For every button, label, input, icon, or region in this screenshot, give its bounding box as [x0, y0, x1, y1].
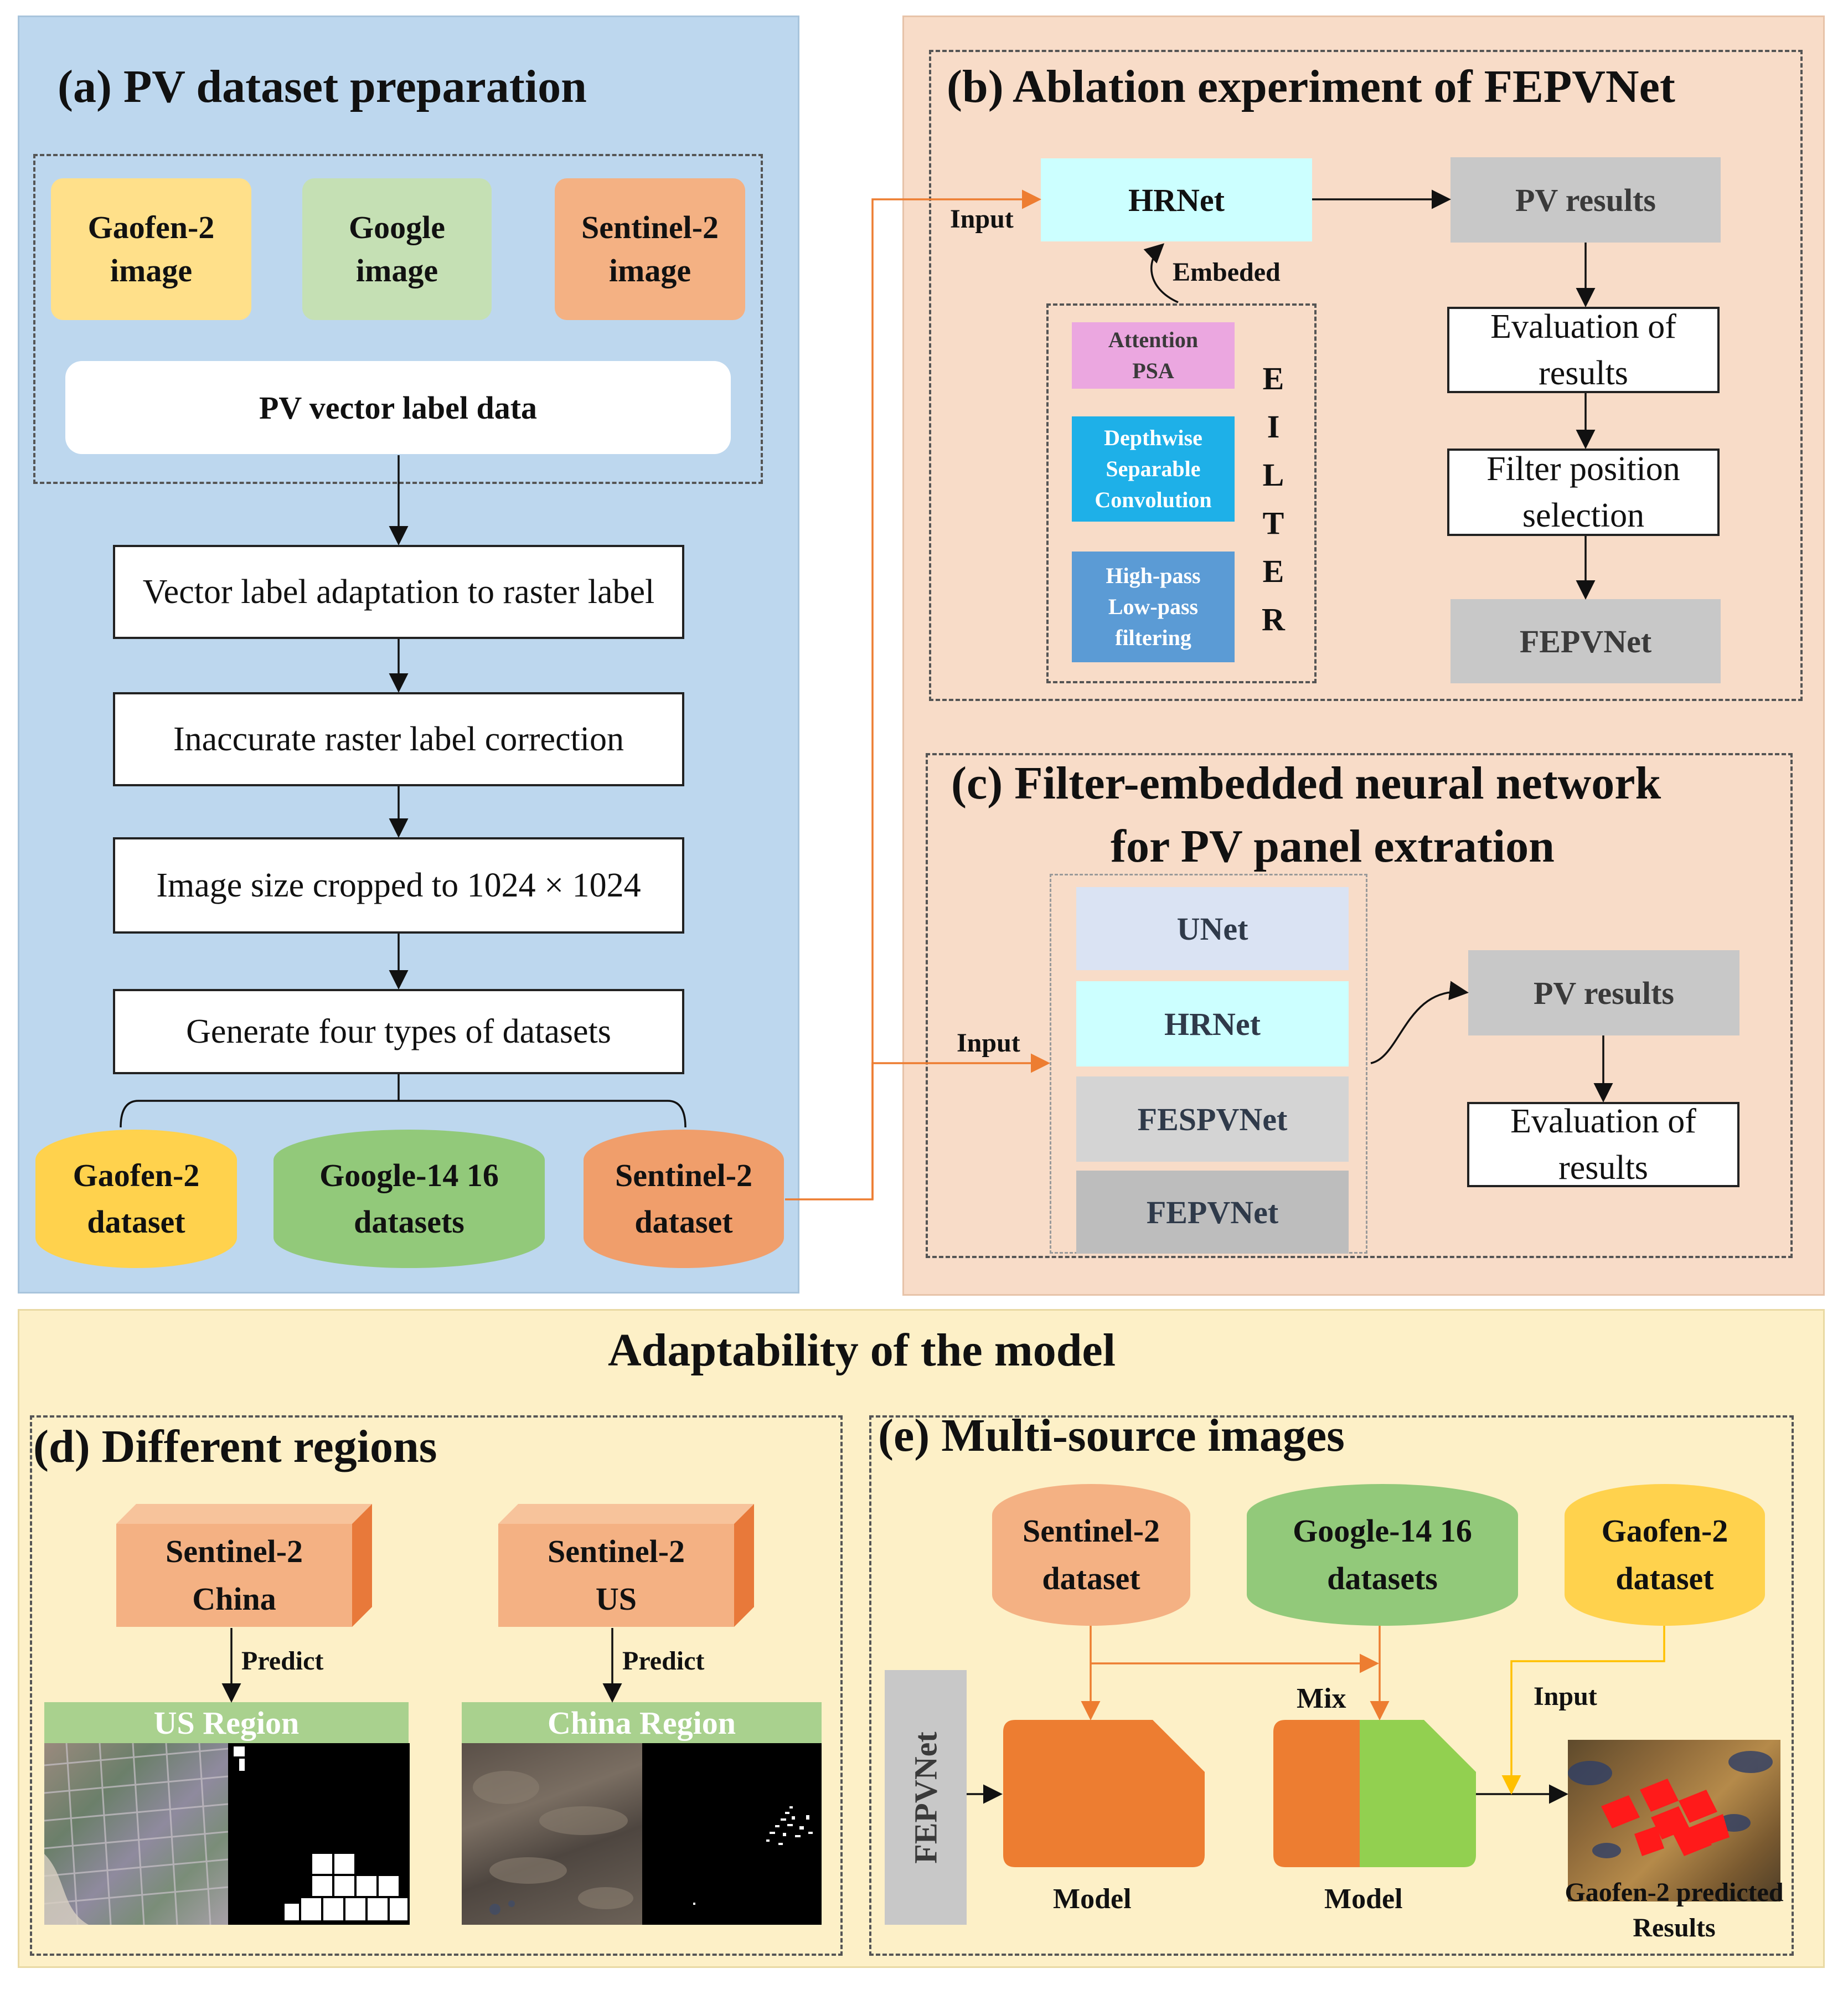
pv-vector-label-box: PV vector label data	[65, 361, 731, 454]
source-google-image: Google image	[302, 178, 492, 320]
filter-letter: T	[1262, 505, 1284, 541]
predict-label-2: Predict	[622, 1646, 705, 1676]
cube-sentinel-us-label: Sentinel-2 US	[547, 1533, 685, 1617]
model-fespvnet: FESPVNet	[1076, 1076, 1349, 1162]
panel-b-evaluation: Evaluation of results	[1447, 307, 1720, 393]
panel-e-fepvnet-label: FEPVNet	[907, 1731, 944, 1864]
source-gaofen2-image: Gaofen-2 image	[51, 178, 251, 320]
filter-letter: E	[1262, 553, 1284, 589]
filter-letter: E	[1262, 360, 1284, 396]
panel-c-evaluation: Evaluation of results	[1467, 1102, 1739, 1187]
embeded-label: Embeded	[1173, 257, 1281, 287]
model-hrnet: HRNet	[1076, 981, 1349, 1066]
china-satellite-image	[462, 1743, 642, 1925]
gaofen2-result-label: Gaofen-2 predicted Results	[1565, 1878, 1784, 1942]
panel-e-dataset-sentinel2: Sentinel-2 dataset	[992, 1484, 1190, 1626]
dataset-google: Google-14 16 datasets	[273, 1130, 545, 1268]
model-unet: UNet	[1076, 887, 1349, 970]
panel-e-dataset-gaofen2: Gaofen-2 dataset	[1565, 1484, 1765, 1626]
filter-letter: R	[1262, 601, 1285, 637]
model-sentinel-shape	[1003, 1720, 1205, 1867]
panel-b-title: (b) Ablation experiment of FEPVNet	[947, 61, 1675, 112]
cube-sentinel-us	[498, 1504, 754, 1627]
adaptability-title: Adaptability of the model	[608, 1325, 1116, 1376]
panel-e-fepvnet-bar: FEPVNet	[885, 1670, 967, 1925]
step-label-correction: Inaccurate raster label correction	[113, 692, 684, 786]
dataset-sentinel2: Sentinel-2 dataset	[584, 1130, 784, 1268]
predict-label-1: Predict	[241, 1646, 324, 1676]
panel-d-title: (d) Different regions	[33, 1421, 437, 1472]
step-vector-to-raster: Vector label adaptation to raster label	[113, 545, 684, 639]
filter-highpass: High-pass Low-pass filtering	[1072, 552, 1235, 662]
panel-e-title: (e) Multi-source images	[878, 1410, 1345, 1461]
dataset-gaofen2: Gaofen-2 dataset	[35, 1130, 237, 1268]
mix-label: Mix	[1297, 1683, 1346, 1714]
panel-c-title-line2: for PV panel extration	[1111, 821, 1555, 872]
panel-b-pv-results: PV results	[1450, 157, 1721, 243]
panel-b-hrnet: HRNet	[1041, 158, 1312, 241]
us-satellite-image	[44, 1743, 228, 1925]
china-prediction-mask	[642, 1743, 822, 1925]
filter-letter: L	[1262, 457, 1284, 493]
filter-vertical-word: E I L T E R	[1257, 354, 1290, 643]
panel-e-input-label: Input	[1534, 1682, 1597, 1711]
filter-depthwise: Depthwise Separable Convolution	[1072, 416, 1235, 522]
source-sentinel2-image: Sentinel-2 image	[555, 178, 745, 320]
us-prediction-mask	[228, 1743, 410, 1925]
us-region-label: US Region	[44, 1702, 409, 1743]
step-image-crop: Image size cropped to 1024 × 1024	[113, 837, 684, 934]
model-mix-shape	[1273, 1720, 1476, 1867]
model-label-1: Model	[1053, 1883, 1132, 1915]
step-generate-datasets: Generate four types of datasets	[113, 989, 684, 1074]
panel-c-pv-results: PV results	[1468, 950, 1739, 1035]
panel-a-title: (a) PV dataset preparation	[58, 61, 587, 112]
model-label-2: Model	[1324, 1883, 1403, 1915]
panel-c-input-label: Input	[957, 1028, 1020, 1058]
panel-e-frame	[869, 1415, 1794, 1956]
panel-c-title-line1: (c) Filter-embedded neural network	[951, 758, 1661, 809]
cube-sentinel-china	[116, 1504, 372, 1627]
filter-letter: I	[1267, 409, 1280, 445]
panel-b-filter-position: Filter position selection	[1447, 449, 1720, 536]
panel-d-frame	[30, 1415, 843, 1956]
model-fepvnet: FEPVNet	[1076, 1171, 1349, 1254]
cube-sentinel-china-label: Sentinel-2 China	[165, 1533, 303, 1617]
panel-e-dataset-google: Google-14 16 datasets	[1247, 1484, 1518, 1626]
filter-attention-psa: Attention PSA	[1072, 322, 1235, 389]
panel-b-input-label: Input	[950, 204, 1014, 234]
china-region-label: China Region	[462, 1702, 822, 1743]
filter-group	[1046, 303, 1317, 683]
panel-b-fepvnet: FEPVNet	[1450, 599, 1721, 683]
